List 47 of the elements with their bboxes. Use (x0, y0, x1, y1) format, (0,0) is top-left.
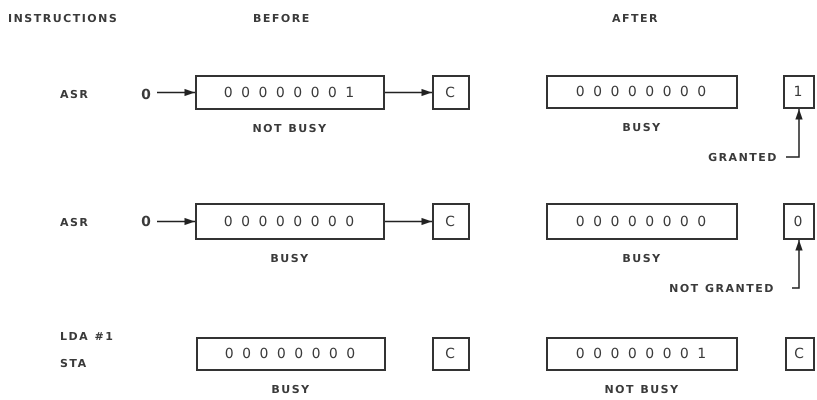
status-label: GRANTED (700, 148, 786, 166)
carry-bit: C (445, 214, 457, 230)
bit-box (783, 75, 815, 109)
carry-bit: 1 (794, 84, 804, 100)
register-box (195, 75, 385, 110)
status-label: NOT BUSY (252, 122, 328, 135)
register-bits: 0 0 0 0 0 0 0 0 (224, 346, 358, 362)
register-box (196, 337, 386, 371)
instruction-label: ASR (60, 216, 90, 229)
status-label: BUSY (622, 121, 662, 134)
column-heading: BEFORE (253, 12, 311, 25)
register-bits: 0 0 0 0 0 0 0 0 (576, 214, 708, 230)
register-box (546, 337, 738, 371)
bit-box (432, 337, 470, 371)
shift-arrow (157, 88, 195, 96)
status-label: BUSY (622, 252, 662, 265)
status-label: BUSY (270, 252, 310, 265)
status-label: NOT GRANTED (652, 279, 792, 297)
carry-bit: C (445, 346, 457, 362)
bit-box (432, 75, 470, 110)
input-bit: 0 (137, 211, 155, 233)
shift-arrow (157, 218, 195, 226)
register-box (195, 203, 385, 240)
input-bit: 0 (137, 84, 155, 106)
bit-box (785, 337, 815, 371)
register-bits: 0 0 0 0 0 0 0 1 (224, 84, 356, 100)
column-heading: AFTER (612, 12, 660, 25)
instruction-label: LDA #1 (60, 330, 114, 343)
register-box (546, 203, 738, 240)
shift-arrow (385, 218, 432, 226)
instruction-label: ASR (60, 88, 90, 101)
bit-box (783, 203, 815, 240)
register-bits: 0 0 0 0 0 0 0 0 (224, 214, 356, 230)
leader-arrow (792, 240, 803, 289)
column-heading: INSTRUCTIONS (8, 12, 118, 25)
status-label: BUSY (271, 383, 311, 396)
register-bits: 0 0 0 0 0 0 0 1 (576, 346, 708, 362)
shift-arrow (385, 88, 432, 96)
register-bits: 0 0 0 0 0 0 0 0 (576, 84, 708, 100)
leader-arrow (786, 109, 803, 158)
carry-bit: C (445, 84, 457, 100)
carry-bit: C (794, 346, 806, 362)
carry-bit: 0 (794, 214, 804, 230)
register-box (546, 75, 738, 109)
status-label: NOT BUSY (604, 383, 680, 396)
instruction-label: STA (60, 357, 88, 370)
bit-box (432, 203, 470, 240)
